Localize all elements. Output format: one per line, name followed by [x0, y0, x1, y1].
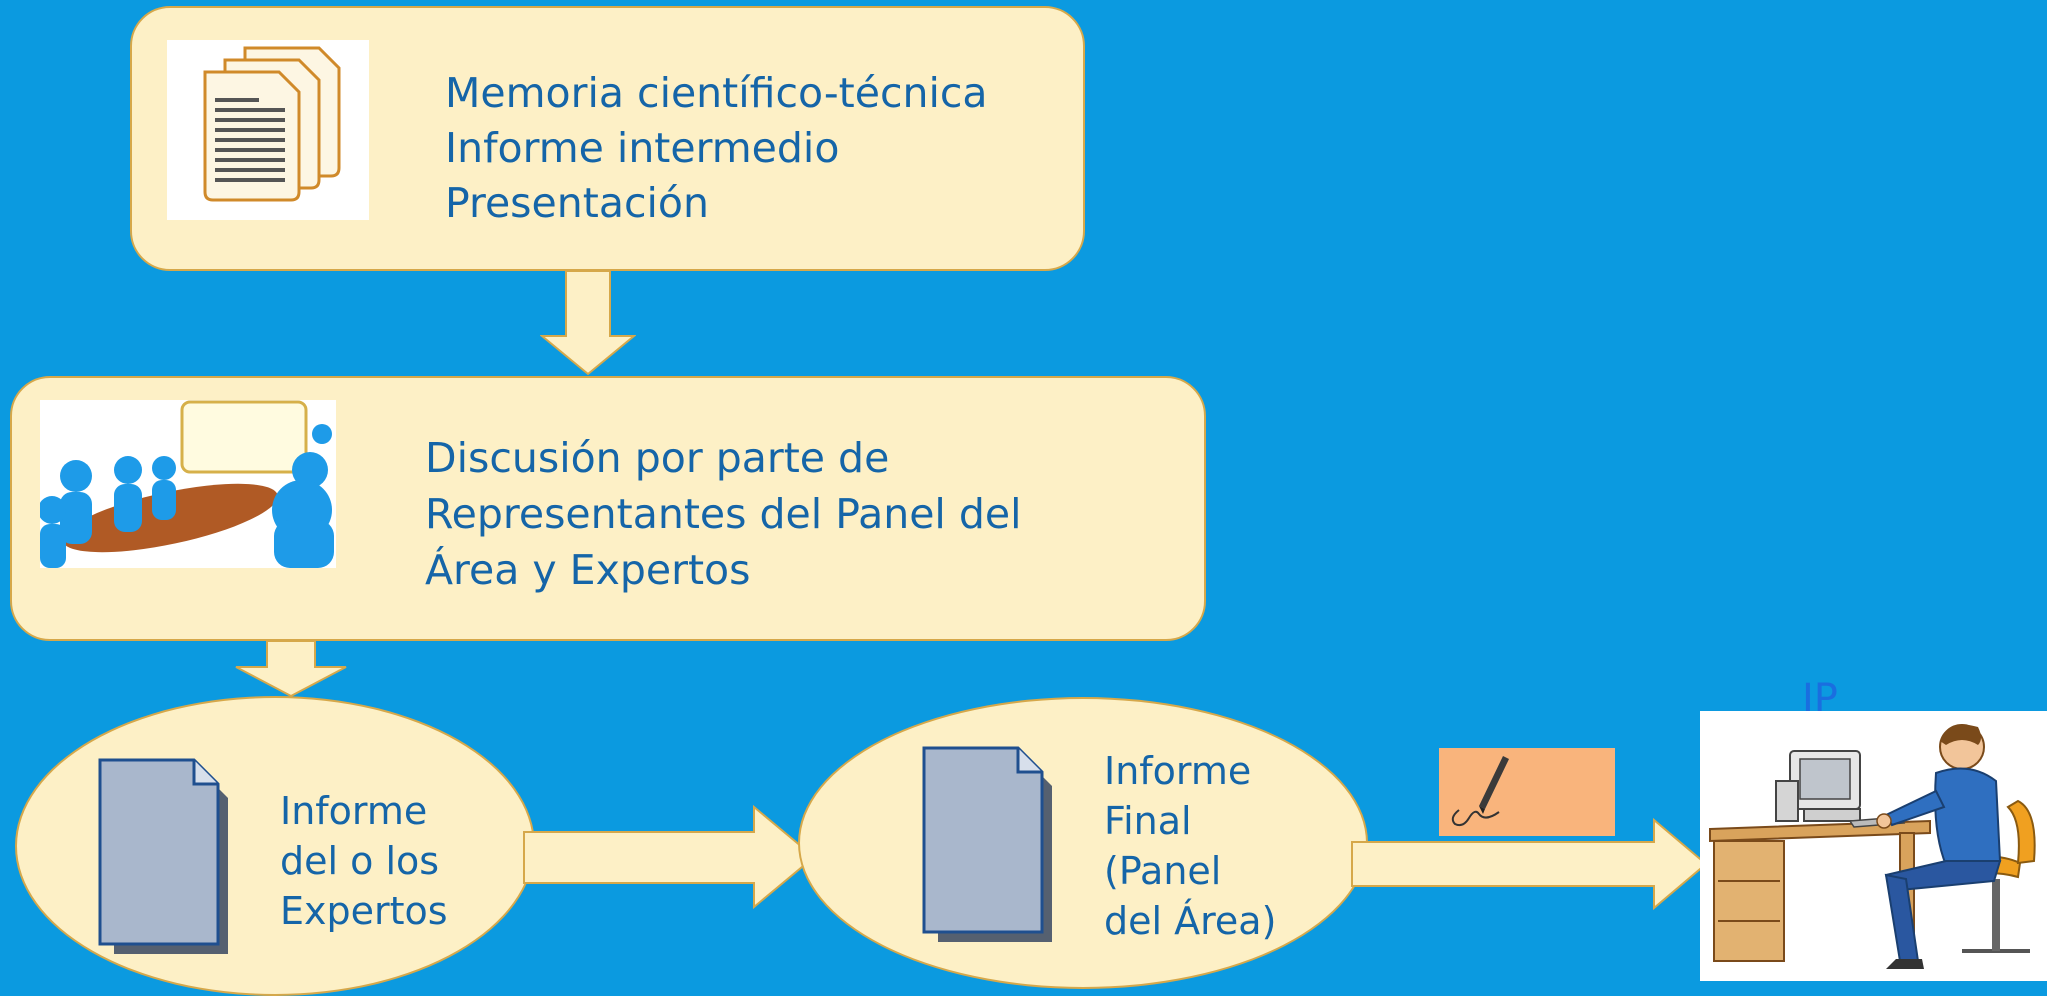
discussion-line-3: Área y Expertos: [425, 546, 751, 594]
stacked-documents-icon: [167, 40, 369, 220]
final-report-text: Informe Final (Panel del Área): [1104, 746, 1276, 946]
experts-report-text: Informe del o los Expertos: [280, 786, 448, 936]
document-icon: [922, 746, 1052, 942]
arrow-right-2: [1351, 818, 1708, 910]
pen-signature-icon: [1439, 748, 1615, 836]
arrow-down-1: [540, 270, 636, 376]
submission-line-1: Memoria científico-técnica: [445, 69, 988, 117]
final-report-ellipse: [798, 697, 1368, 989]
experts-report-line-1: Informe: [280, 789, 428, 833]
meeting-table-icon: [40, 400, 336, 568]
discussion-line-2: Representantes del Panel del: [425, 490, 1022, 538]
final-report-line-1: Informe: [1104, 749, 1252, 793]
submission-line-3: Presentación: [445, 179, 709, 227]
arrow-right-1: [523, 805, 816, 909]
experts-report-line-2: del o los: [280, 839, 440, 883]
submission-text: Memoria científico-técnica Informe inter…: [445, 66, 988, 231]
discussion-text: Discusión por parte de Representantes de…: [425, 430, 1021, 598]
submission-line-2: Informe intermedio: [445, 124, 840, 172]
experts-report-ellipse: [15, 696, 535, 996]
final-report-line-3: (Panel: [1104, 849, 1222, 893]
arrow-down-2: [235, 640, 347, 698]
discussion-line-1: Discusión por parte de: [425, 434, 890, 482]
final-report-line-4: del Área): [1104, 899, 1277, 943]
experts-report-line-3: Expertos: [280, 889, 448, 933]
person-at-computer-icon: [1700, 711, 2047, 981]
document-icon: [98, 758, 228, 954]
final-report-line-2: Final: [1104, 799, 1192, 843]
